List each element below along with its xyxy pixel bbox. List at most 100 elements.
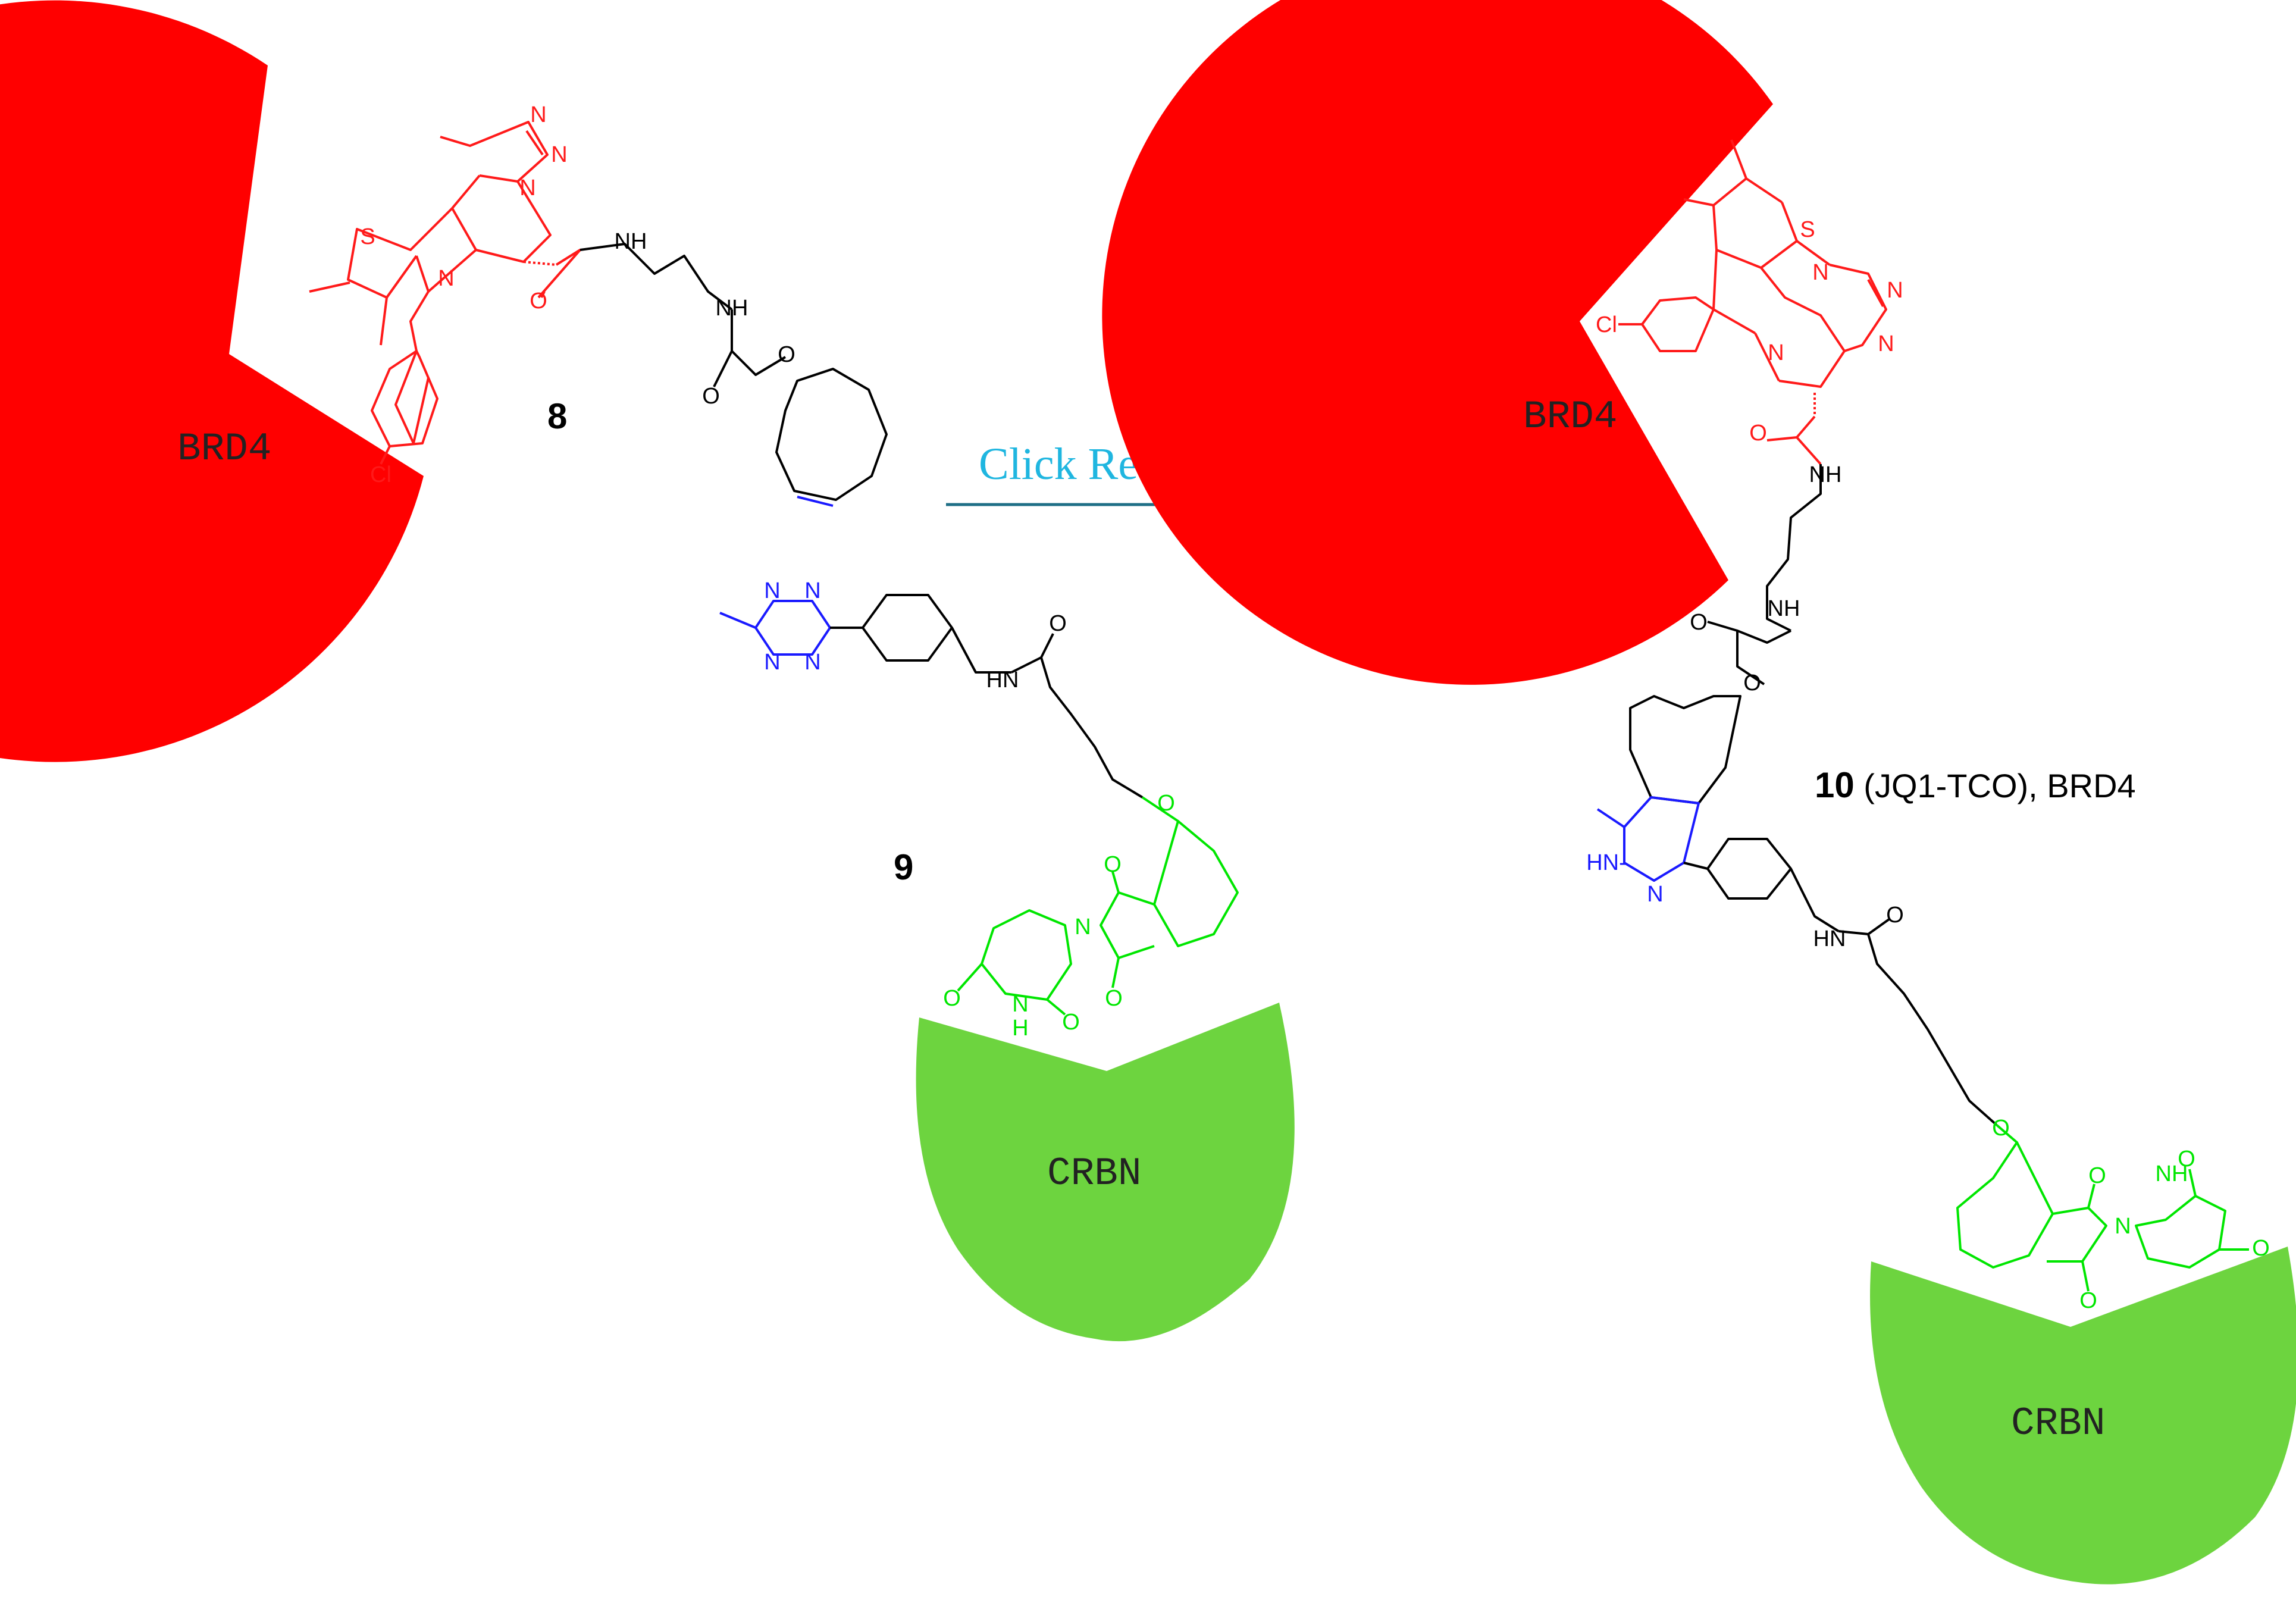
brd4-shape-left <box>0 0 424 762</box>
atom-label: N <box>764 578 780 603</box>
atom-label: O <box>702 384 720 409</box>
atom-label: O <box>778 342 795 367</box>
chemical-bond <box>951 627 1011 674</box>
crbn-label-right: CRBN <box>2011 1401 2105 1446</box>
atom-label: N <box>519 176 535 201</box>
compound-10: S N N N N Cl O NH NH O O HN- N HN O O O … <box>1586 139 2270 1313</box>
atom-label: Cl <box>1596 312 1617 337</box>
brd4-shape-right <box>1102 0 1773 685</box>
atom-label: O <box>2088 1163 2106 1188</box>
chemical-bond <box>1596 808 1625 828</box>
atom-label: O <box>1157 791 1175 816</box>
chemical-bond <box>1707 621 1738 632</box>
chemical-bond <box>1956 1141 2054 1269</box>
compound-10-number: 10 <box>1815 765 1855 805</box>
chemical-bond <box>1995 1123 2018 1144</box>
atom-label: N <box>1012 992 1028 1017</box>
chemical-bond <box>775 368 888 501</box>
atom-label: N <box>1647 882 1663 907</box>
atom-label: O <box>1105 986 1123 1011</box>
chemical-bond <box>1629 695 1741 804</box>
chemical-bond <box>525 130 544 156</box>
atom-label: S <box>1800 217 1815 242</box>
compound-9-number: 9 <box>894 847 913 887</box>
chemical-bond <box>415 255 430 292</box>
atom-label: N <box>764 650 780 675</box>
atom-label: NH <box>716 296 748 321</box>
chemical-bond <box>1641 296 1715 352</box>
chemical-bond <box>580 243 733 311</box>
atom-label: N <box>804 578 820 603</box>
compound-8: N N N N O S Cl NH NH O O 8 <box>309 102 888 507</box>
atom-label: N <box>1878 331 1894 356</box>
chemical-bond <box>1712 249 1718 310</box>
atom-label: H <box>1012 1016 1028 1041</box>
chemical-bond <box>1713 308 1756 334</box>
chemical-bond <box>1867 279 1884 307</box>
chemical-bond <box>1754 333 1780 381</box>
crbn-protein-left: CRBN <box>916 1003 1295 1342</box>
atom-label: N <box>530 102 546 127</box>
chemical-bond <box>957 963 983 992</box>
chemical-bond <box>731 309 787 376</box>
chemical-bond <box>380 297 388 346</box>
atom-label: HN <box>986 668 1019 693</box>
atom-label: O <box>1049 611 1067 636</box>
chemical-bond <box>1766 464 1822 632</box>
atom-label: N <box>1075 915 1091 940</box>
atom-label: N <box>551 142 567 167</box>
atom-label: Cl <box>370 462 391 487</box>
chemical-bond <box>1040 633 1054 658</box>
chemical-bond <box>2087 1183 2095 1208</box>
atom-label: O <box>1062 1010 1080 1035</box>
crbn-protein-right: CRBN <box>1870 1247 2296 1585</box>
compound-10-caption: 10 (JQ1-TCO), BRD4 <box>1815 765 2136 805</box>
chemical-bond <box>427 249 477 293</box>
atom-label: O <box>1749 421 1767 446</box>
chemical-bond <box>713 350 733 387</box>
chemical-bond <box>1100 891 1155 959</box>
chemical-bond <box>440 121 549 183</box>
chemical-bond <box>1141 796 1179 822</box>
atom-label: NH <box>1809 462 1842 487</box>
atom-label: O <box>1992 1116 2010 1141</box>
atom-label: O <box>2178 1147 2195 1172</box>
atom-label: HN- <box>1586 850 1627 875</box>
chemical-bond <box>1867 918 1890 935</box>
chemical-bond <box>1111 957 1120 988</box>
chemical-bond <box>1829 264 1887 352</box>
atom-label: HN <box>1813 926 1846 951</box>
chemical-bond <box>1011 656 1144 798</box>
atom-label: N <box>804 650 820 675</box>
chemical-bond <box>1706 838 1792 900</box>
atom-label: O <box>1690 610 1708 635</box>
chemical-bond <box>981 909 1072 1001</box>
chemical-bond <box>1790 868 1840 932</box>
compound-9: N N N N HN O O O N O O N H O 9 <box>719 578 1239 1041</box>
chemical-bond <box>386 255 418 299</box>
atom-label: S <box>360 224 375 249</box>
compound-8-number: 8 <box>547 396 567 436</box>
chemical-bond <box>862 594 953 662</box>
brd4-label-left: BRD4 <box>177 427 271 471</box>
chemical-bond <box>371 350 438 447</box>
chemical-bond <box>1745 177 1783 203</box>
chemical-bond <box>797 496 834 507</box>
atom-label: N <box>1812 260 1828 285</box>
crbn-shape-left <box>916 1003 1295 1342</box>
atom-label: N <box>2115 1214 2131 1239</box>
chemical-bond <box>451 174 552 263</box>
chemical-bond <box>1683 862 1708 870</box>
chemical-bond <box>1838 930 1997 1126</box>
atom-label: NH <box>1768 596 1800 621</box>
chemical-bond <box>1153 820 1239 947</box>
atom-label: O <box>1743 671 1761 696</box>
chemical-bond <box>1796 415 1822 465</box>
chemical-bond <box>540 291 546 298</box>
chemical-bond <box>523 261 557 266</box>
brd4-protein-left: BRD4 <box>0 0 424 762</box>
chemical-bond <box>1712 177 1798 269</box>
atom-label: N <box>1887 278 1903 303</box>
atom-label: N <box>438 266 454 291</box>
